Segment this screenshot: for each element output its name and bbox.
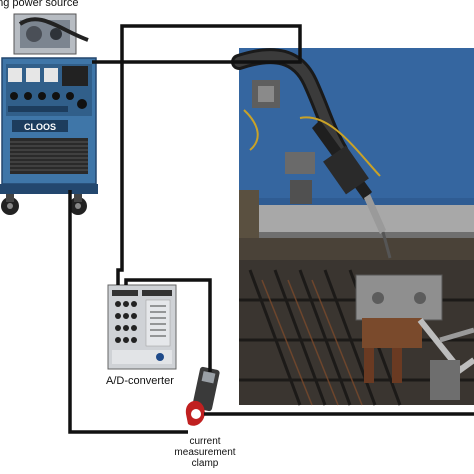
clamp-label-line-3: clamp (191, 458, 219, 469)
welding-torch-icon (231, 48, 392, 259)
current-clamp-icon (185, 366, 220, 426)
clamp-label-line-2: measurement (174, 447, 236, 458)
power-source-label: elding power source (0, 0, 79, 9)
welding-machine-icon: CLOOS (0, 13, 98, 215)
brand-text: CLOOS (24, 122, 56, 132)
cables (68, 24, 474, 434)
cable-power-to-torch (92, 48, 302, 64)
welding-setup-photo (231, 48, 474, 406)
ad-converter-icon (107, 284, 177, 370)
ad-converter-label: A/D-converter (106, 375, 174, 387)
current-clamp-label: current measurement clamp (168, 436, 242, 469)
clamp-label-line-1: current (189, 436, 221, 447)
cable-voltage-return (68, 190, 188, 434)
cable-adc-to-clamp (124, 278, 212, 372)
cable-voltage-measure (116, 24, 302, 285)
